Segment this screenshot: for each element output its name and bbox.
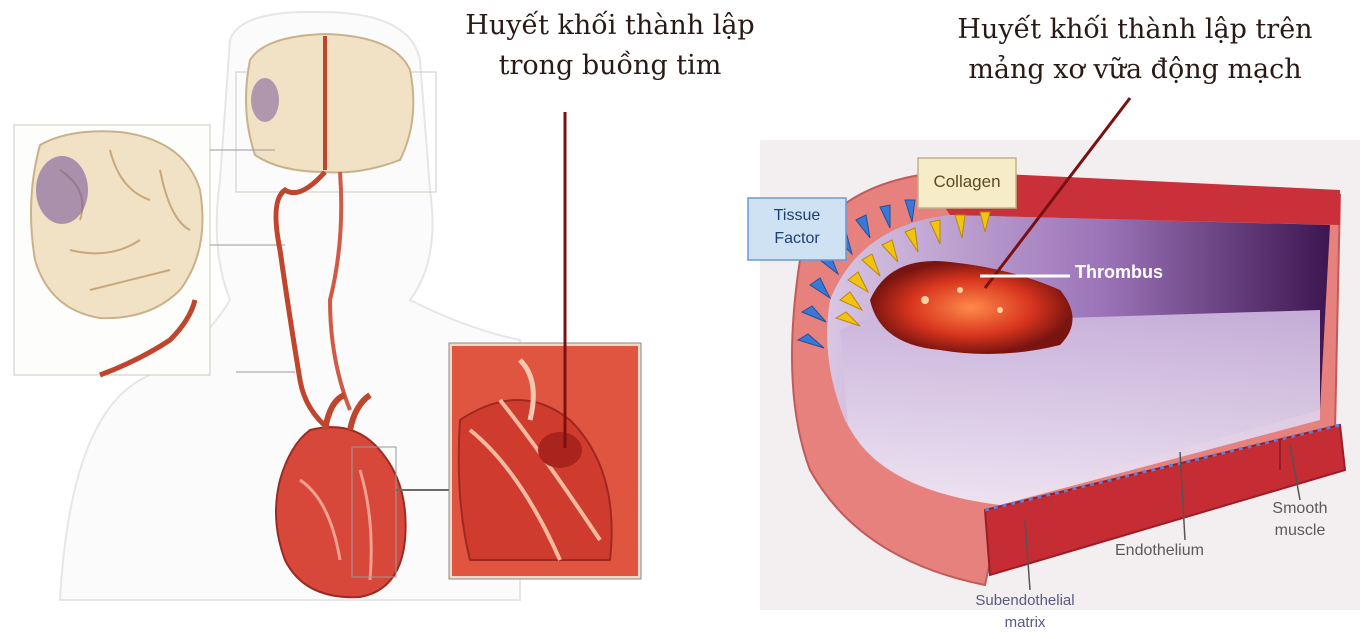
collagen-label: Collagen [918, 172, 1016, 192]
tissue-factor-line1: Tissue [748, 204, 846, 227]
smooth-muscle-line1: Smooth [1250, 498, 1350, 520]
subendothelial-line1: Subendothelial [945, 590, 1105, 612]
subendothelial-label: Subendothelial matrix [945, 590, 1105, 634]
smooth-muscle-label: Smooth muscle [1250, 498, 1350, 542]
smooth-muscle-line2: muscle [1250, 520, 1350, 542]
tissue-factor-line2: Factor [748, 227, 846, 250]
thrombus-label: Thrombus [1075, 262, 1163, 283]
tissue-factor-label: Tissue Factor [748, 204, 846, 250]
subendothelial-line2: matrix [945, 612, 1105, 634]
endothelium-label: Endothelium [1115, 542, 1204, 560]
